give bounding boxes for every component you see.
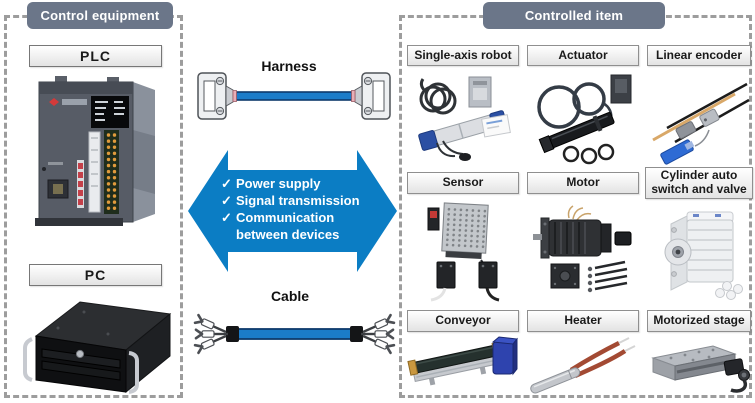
sensor-label: Sensor	[407, 172, 519, 194]
pc-image	[16, 290, 176, 398]
single-axis-robot-label: Single-axis robot	[407, 45, 519, 66]
harness-label: Harness	[261, 58, 317, 74]
linear-encoder-label: Linear encoder	[647, 45, 751, 66]
heater-image	[527, 334, 639, 396]
motorized-stage-label: Motorized stage	[647, 310, 751, 332]
arrow-checklist: ✓ Power supply ✓ Signal transmission ✓ C…	[221, 175, 389, 243]
single-axis-robot-image	[407, 68, 519, 170]
cable-label: Cable	[270, 288, 310, 304]
pc-label: PC	[29, 264, 162, 286]
actuator-label: Actuator	[527, 45, 639, 66]
checklist-item-label: Power supply	[236, 176, 321, 191]
motor-label: Motor	[527, 172, 639, 194]
checklist-item-label: Communication between devices	[236, 210, 340, 242]
checkmark-icon: ✓	[221, 176, 232, 191]
motor-image	[527, 198, 639, 304]
plc-label: PLC	[29, 45, 162, 67]
cylinder-auto-switch-valve-label: Cylinder auto switch and valve	[645, 167, 753, 199]
checklist-item: ✓ Signal transmission	[221, 192, 389, 209]
harness-graphic	[196, 68, 392, 124]
checkmark-icon: ✓	[221, 210, 232, 225]
sensor-image	[407, 198, 519, 304]
controlled-item-header: Controlled item	[483, 2, 665, 29]
checklist-item: ✓ Power supply	[221, 175, 389, 192]
checklist-item: ✓ Communication between devices	[221, 209, 389, 243]
cable-graphic	[192, 306, 397, 364]
actuator-image	[527, 68, 639, 170]
control-equipment-header: Control equipment	[27, 2, 173, 29]
heater-label: Heater	[527, 310, 639, 332]
motorized-stage-image	[647, 334, 751, 398]
linear-encoder-image	[647, 68, 751, 170]
checklist-item-label: Signal transmission	[236, 193, 360, 208]
cylinder-auto-switch-valve-image	[647, 202, 751, 302]
conveyor-label: Conveyor	[407, 310, 519, 332]
double-arrow-graphic	[188, 150, 397, 272]
plc-image	[33, 74, 161, 228]
checkmark-icon: ✓	[221, 193, 232, 208]
conveyor-image	[407, 334, 519, 396]
